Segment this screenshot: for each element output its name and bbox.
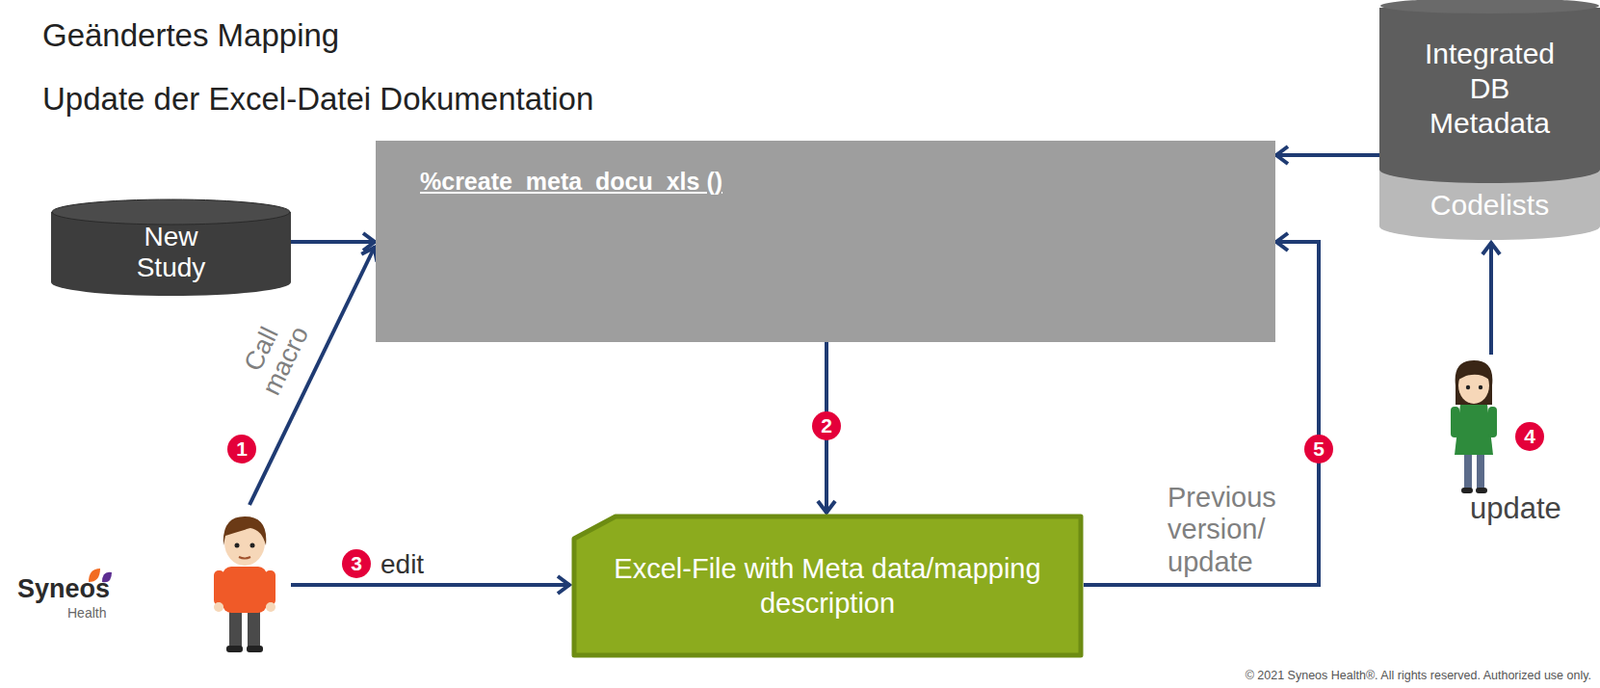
copyright-note: © 2021 Syneos Health®. All rights reserv…	[1245, 668, 1592, 682]
diagram-title: Geändertes Mapping	[42, 17, 340, 54]
callout-number: 3	[341, 549, 371, 578]
update-line	[1489, 241, 1494, 355]
database-cylinder: New Study	[51, 198, 291, 296]
connector-arrow	[1275, 153, 1380, 158]
cylinder-upper	[1379, 7, 1600, 184]
connector-arrow	[290, 239, 376, 244]
node-text: Codelists	[1379, 188, 1600, 222]
file-box: Excel-File with Meta data/mapping descri…	[571, 513, 1084, 658]
node-text: Excel-File with Meta data/mapping descri…	[609, 550, 1046, 622]
edit-line	[290, 582, 571, 587]
file-shape	[574, 516, 1081, 656]
cylinder-lower	[1379, 7, 1600, 240]
database-cylinder: Integrated DB MetadataCodelists	[1379, 0, 1600, 240]
cylinder-top	[1380, 0, 1600, 14]
callout-number: 2	[812, 411, 841, 441]
arrow-label: edit	[380, 549, 424, 580]
callout-number: 4	[1515, 421, 1545, 451]
person-icon	[213, 516, 276, 653]
arrow-label: Call macro	[232, 308, 315, 402]
edge-label: Previous version/ update	[1167, 481, 1297, 578]
person-icon	[1450, 360, 1497, 494]
arrow-label: update	[1469, 491, 1562, 526]
cylinder-top	[52, 199, 290, 225]
callout-number: 5	[1304, 434, 1334, 464]
logo-text: Syneos	[17, 574, 110, 604]
subtitle: Update der Excel-Datei Dokumentation	[42, 80, 594, 118]
node-text: Integrated DB Metadata	[1379, 36, 1600, 141]
box-fill	[375, 140, 1276, 342]
node-shape	[571, 513, 1084, 658]
callout-number: 1	[227, 434, 257, 464]
node-text: New Study	[108, 198, 235, 284]
node-text: %create_meta_docu_xls ()	[419, 167, 723, 196]
macro-box: %create_meta_docu_xls ()	[375, 140, 1276, 342]
logo-text: Health	[67, 604, 106, 621]
